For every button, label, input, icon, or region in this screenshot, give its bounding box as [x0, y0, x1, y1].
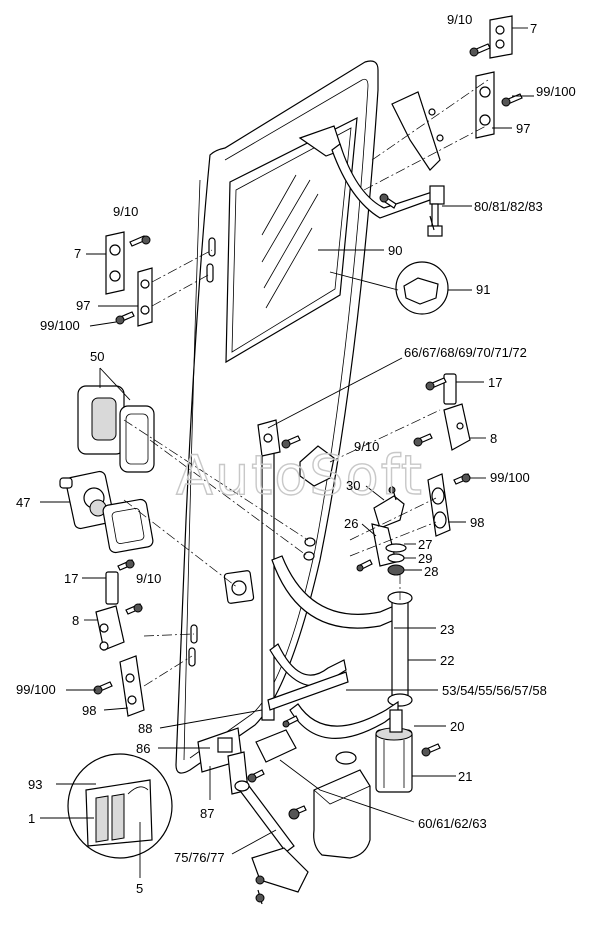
label-17-right: 17 [488, 375, 502, 390]
label-7-left: 7 [74, 246, 81, 261]
label-1: 1 [28, 811, 35, 826]
mid-block [255, 729, 297, 763]
label-29: 29 [418, 551, 432, 566]
lock-cylinder-plate [223, 570, 255, 604]
label-9-10-left: 9/10 [113, 204, 138, 219]
label-60-63: 60/61/62/63 [418, 816, 487, 831]
assembly-lines [123, 79, 489, 687]
label-50: 50 [90, 349, 104, 364]
label-9-10-top: 9/10 [447, 12, 472, 27]
handle-assembly-50 [77, 385, 155, 473]
label-30: 30 [346, 478, 360, 493]
label-90: 90 [388, 243, 402, 258]
part-labels: 9/10 7 99/100 97 80/81/82/83 90 91 9/10 … [16, 12, 576, 896]
label-98-right: 98 [470, 515, 484, 530]
label-66-72: 66/67/68/69/70/71/72 [404, 345, 527, 360]
label-47: 47 [16, 495, 30, 510]
label-99-100-low: 99/100 [16, 682, 56, 697]
label-20: 20 [450, 719, 464, 734]
label-9-10-low: 9/10 [136, 571, 161, 586]
label-17-left: 17 [64, 571, 78, 586]
label-87: 87 [200, 806, 214, 821]
label-75-77: 75/76/77 [174, 850, 225, 865]
left-hinge-lower [95, 571, 145, 717]
label-99-100-right: 99/100 [490, 470, 530, 485]
label-80-83: 80/81/82/83 [474, 199, 543, 214]
lower-hinge-bracket [197, 727, 249, 795]
label-23: 23 [440, 622, 454, 637]
label-97-left: 97 [76, 298, 90, 313]
label-99-100-left: 99/100 [40, 318, 80, 333]
door-hinge-slots [188, 237, 216, 667]
link-rod [234, 780, 309, 893]
label-9-10-mid: 9/10 [354, 439, 379, 454]
label-53-58: 53/54/55/56/57/58 [442, 683, 547, 698]
lower-rail [267, 671, 349, 711]
top-support-arm [298, 125, 445, 237]
label-99-100-top: 99/100 [536, 84, 576, 99]
handle-bars [261, 429, 413, 739]
upper-bracket-66 [257, 419, 281, 457]
label-93: 93 [28, 777, 42, 792]
leader-lines [40, 27, 534, 878]
label-98-left: 98 [82, 703, 96, 718]
door-latch [299, 445, 335, 487]
right-hinge-mid [427, 373, 471, 537]
actuator-cylinder [375, 709, 413, 793]
label-28: 28 [424, 564, 438, 579]
label-8-left: 8 [72, 613, 79, 628]
detail-circle-91 [395, 261, 449, 315]
detail-circle-seal [67, 753, 173, 859]
label-91: 91 [476, 282, 490, 297]
label-7-top: 7 [530, 21, 537, 36]
label-22: 22 [440, 653, 454, 668]
label-5: 5 [136, 881, 143, 896]
label-21: 21 [458, 769, 472, 784]
label-8-right: 8 [490, 431, 497, 446]
label-88: 88 [138, 721, 152, 736]
left-hinge-assembly [105, 231, 153, 327]
label-86: 86 [136, 741, 150, 756]
pivot-stack [371, 495, 407, 576]
label-97-top: 97 [516, 121, 530, 136]
top-hinge-assembly [391, 15, 513, 171]
watermark-text: AutoSoft [176, 444, 424, 507]
lock-47 [59, 470, 154, 554]
cover-box [313, 751, 371, 859]
label-26: 26 [344, 516, 358, 531]
label-27: 27 [418, 537, 432, 552]
